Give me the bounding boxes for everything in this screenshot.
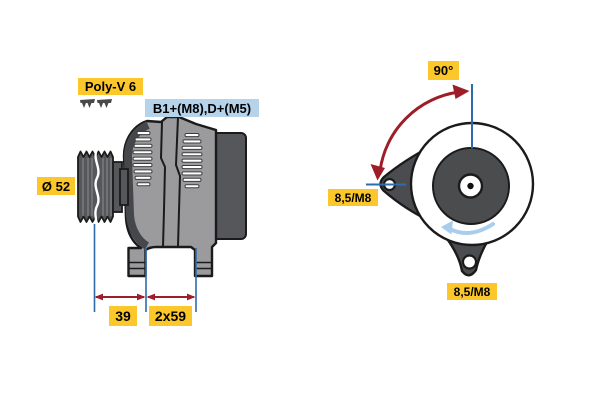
pulley-break-line [94,148,100,226]
shaft-center [467,182,474,190]
pulley [77,148,114,226]
housing-seam-rear [174,116,182,247]
extension-lines [93,224,197,312]
rotation-arrow [441,220,495,235]
pulley-diameter-label: Ø 52 [37,177,75,195]
side-view-dimensions [93,224,197,312]
ribbed-belt-icons [80,99,112,108]
ribbed-belt-icon [80,99,95,108]
front-view-annotations [366,84,473,186]
alternator-side-view [77,115,247,278]
mounting-hole-bottom-label: 8,5/M8 [447,283,497,300]
cooling-fins-rear [181,133,203,189]
mounting-feet-grooves [128,261,212,270]
mounting-angle-label: 90° [428,61,459,80]
dimension-arrows [94,293,196,301]
cooling-fins-front [132,131,153,187]
mounting-hole-left-label: 8,5/M8 [328,189,378,206]
alternator-front-view [379,121,535,277]
angle-arc-90 [370,84,470,181]
mounting-hole-bottom [461,254,478,270]
pulley-hub [111,161,129,213]
terminals-label: B1+(M8),D+(M5) [145,99,259,117]
ribbed-belt-icon [97,99,112,108]
belt-type-label: Poly-V 6 [78,78,143,95]
pulley-grooves [82,158,112,216]
dimension-39-label: 39 [109,306,137,326]
housing-seam-front [159,121,167,248]
dimension-2x59-label: 2x59 [149,306,192,326]
